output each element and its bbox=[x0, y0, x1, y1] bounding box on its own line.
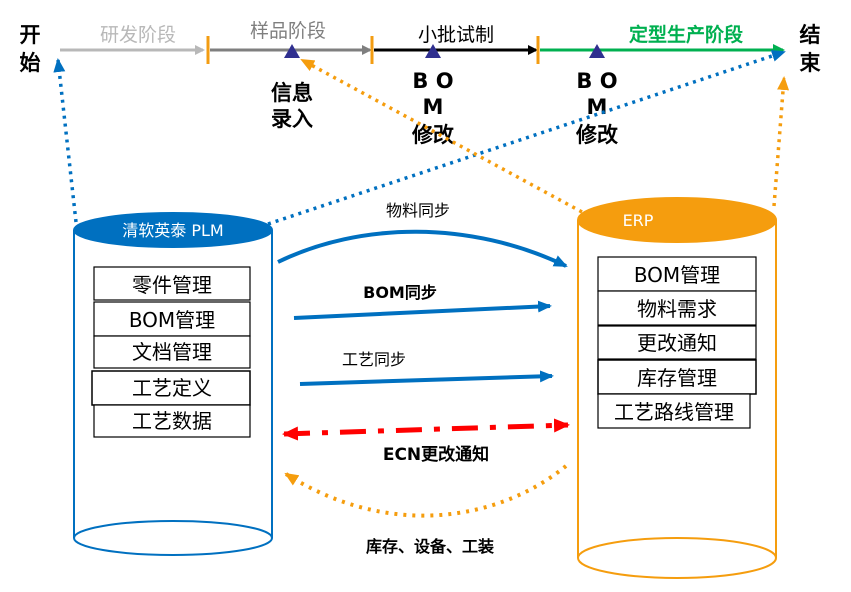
marker-triangle-bom-1 bbox=[425, 44, 441, 58]
erp-module-box bbox=[597, 393, 751, 429]
erp-cylinder-base bbox=[577, 537, 777, 579]
ecn-arrow bbox=[282, 418, 570, 441]
erp-module-bom: BOM管理 bbox=[634, 263, 720, 287]
timeline-start-1: 开 bbox=[20, 23, 41, 47]
process-sync-arrow bbox=[299, 370, 554, 386]
process-sync-label: 工艺同步 bbox=[342, 350, 406, 369]
plm-cylinder-base bbox=[73, 520, 273, 556]
marker-triangle-info bbox=[284, 44, 300, 58]
marker-info-line2: 录入 bbox=[271, 107, 313, 131]
erp-system: ERP BOM管理 物料需求 更改通知 库存管理 工艺路线管理 bbox=[577, 197, 777, 579]
phase-label-pilot: 小批试制 bbox=[418, 24, 494, 46]
inventory-return-label: 库存、设备、工装 bbox=[366, 537, 494, 556]
plm-to-start-connector bbox=[53, 58, 78, 223]
marker-info-line1: 信息 bbox=[271, 81, 313, 105]
plm-module-parts: 零件管理 bbox=[132, 273, 212, 297]
erp-title: ERP bbox=[623, 211, 654, 230]
marker-bom1-line3: 修改 bbox=[411, 123, 455, 147]
erp-module-box bbox=[597, 256, 757, 292]
phase-label-sample: 样品阶段 bbox=[250, 20, 326, 42]
marker-bom1-line1: B O bbox=[412, 69, 453, 93]
erp-module-box bbox=[597, 359, 757, 395]
erp-module-box bbox=[597, 325, 757, 360]
marker-bom2-line3: 修改 bbox=[575, 123, 619, 147]
plm-system: 清软英泰 PLM 零件管理 BOM管理 文档管理 工艺定义 工艺数据 bbox=[73, 212, 273, 556]
plm-module-process-data: 工艺数据 bbox=[132, 409, 212, 433]
marker-triangle-bom-2 bbox=[589, 44, 605, 58]
plm-module-box bbox=[91, 370, 251, 406]
timeline-connectors bbox=[53, 50, 790, 226]
sync-flows: 物料同步 BOM同步 工艺同步 ECN更改通知 库存、设备、工装 bbox=[277, 201, 570, 556]
timeline-start-2: 始 bbox=[20, 51, 41, 75]
plm-to-end-connector bbox=[267, 50, 786, 226]
erp-module-material-req: 物料需求 bbox=[637, 297, 717, 321]
erp-to-info-connector bbox=[300, 58, 583, 214]
plm-module-box bbox=[93, 266, 251, 301]
phase-ticks bbox=[206, 36, 540, 64]
plm-module-box bbox=[93, 335, 251, 369]
phase-label-production: 定型生产阶段 bbox=[629, 23, 744, 46]
erp-module-inventory: 库存管理 bbox=[637, 366, 717, 390]
inventory-return-arrow bbox=[284, 464, 568, 518]
material-sync-arrow bbox=[277, 229, 568, 268]
marker-bom2-line1: B O bbox=[576, 69, 617, 93]
plm-module-box bbox=[93, 404, 251, 438]
plm-title: 清软英泰 PLM bbox=[122, 221, 223, 240]
plm-module-bom: BOM管理 bbox=[129, 308, 215, 332]
bom-sync-arrow bbox=[293, 300, 552, 320]
timeline: 开 始 结 束 研发阶段 样品阶段 小批试制 定型生产阶段 信息 录入 B O … bbox=[20, 20, 822, 147]
timeline-end-2: 束 bbox=[800, 51, 822, 75]
plm-cylinder-top bbox=[73, 212, 273, 248]
erp-cylinder-top bbox=[577, 197, 777, 243]
erp-module-routing: 工艺路线管理 bbox=[614, 400, 734, 424]
plm-module-process-def: 工艺定义 bbox=[132, 376, 212, 400]
ecn-label: ECN更改通知 bbox=[383, 444, 489, 465]
material-sync-label: 物料同步 bbox=[386, 201, 450, 220]
phase-label-rd: 研发阶段 bbox=[100, 24, 176, 46]
bom-sync-label: BOM同步 bbox=[363, 283, 437, 302]
erp-module-change-notice: 更改通知 bbox=[637, 331, 717, 355]
erp-to-end-connector bbox=[772, 76, 790, 207]
timeline-end-1: 结 bbox=[800, 23, 821, 47]
erp-module-box bbox=[597, 290, 757, 326]
plm-module-box bbox=[93, 301, 251, 337]
plm-module-docs: 文档管理 bbox=[132, 340, 212, 364]
marker-bom1-line2: M bbox=[423, 95, 444, 119]
